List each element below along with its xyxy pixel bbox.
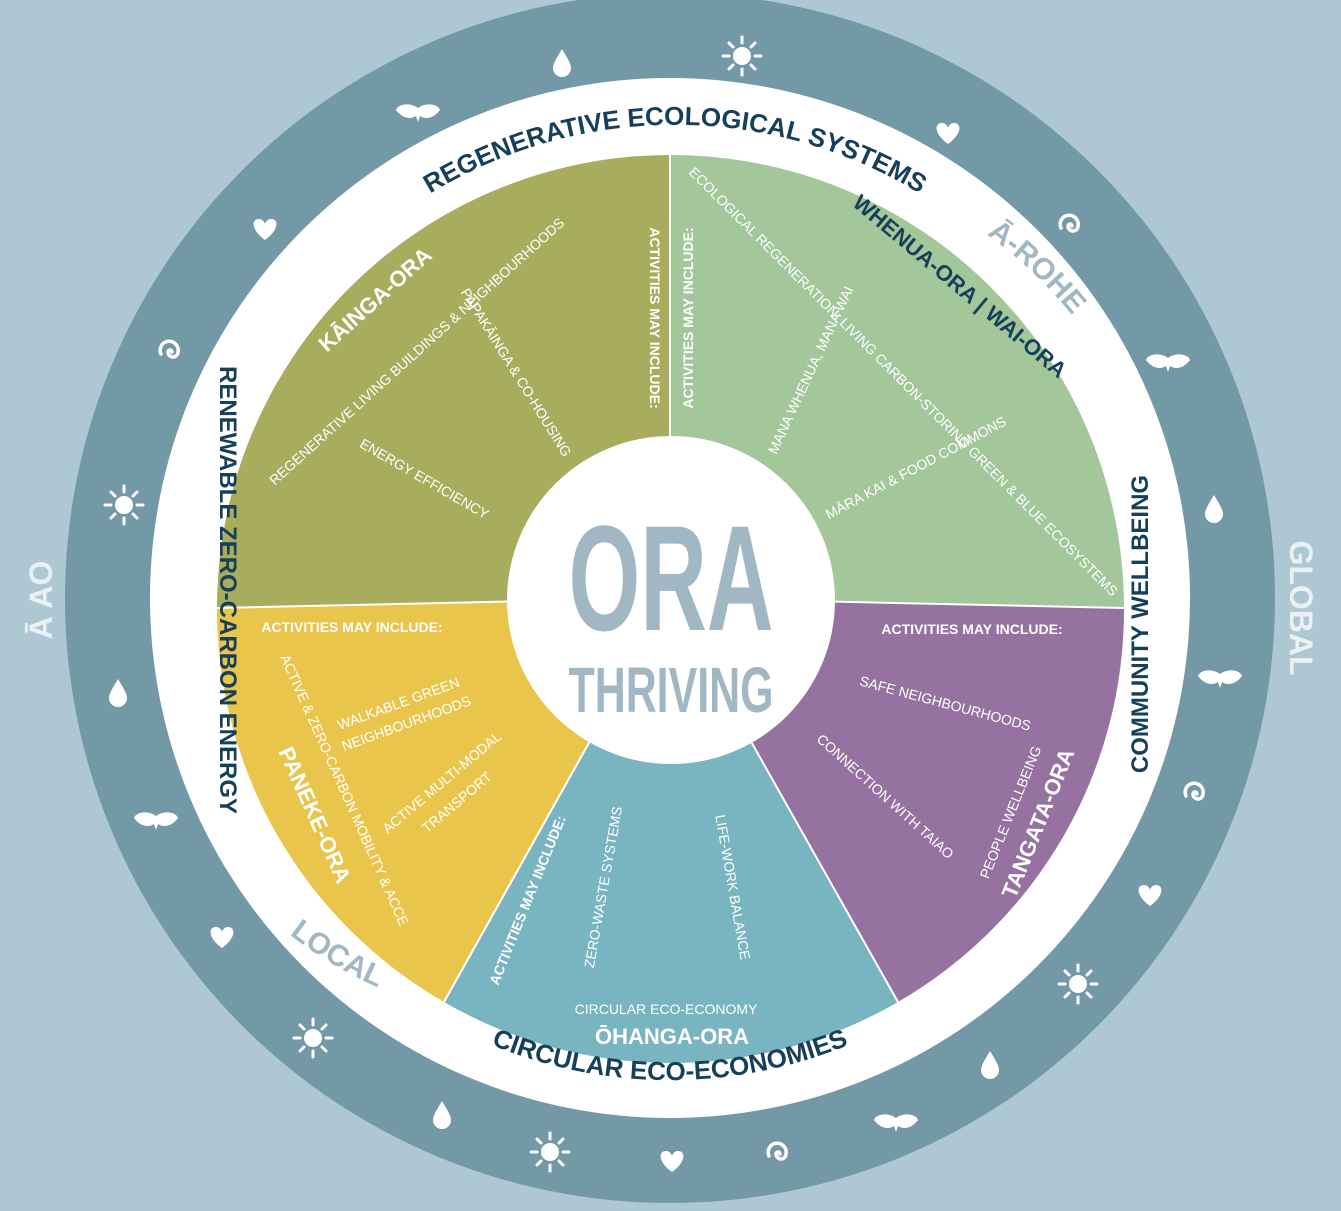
center-subtitle: THRIVING [569,654,774,726]
ring-label-left: RENEWABLE ZERO-CARBON ENERGY [214,366,241,814]
sun-icon [529,1131,571,1173]
whenua-activities-heading: ACTIVITIES MAY INCLUDE: [680,227,696,408]
sun-icon [292,1017,334,1059]
paneke-activities-heading: ACTIVITIES MAY INCLUDE: [261,619,442,635]
segment-ohanga-ora [444,598,898,1063]
ohanga-name: ŌHANGA-ORA [595,1024,749,1049]
ring-label-right: COMMUNITY WELLBEING [1127,475,1154,773]
center-circle [507,436,835,764]
tangata-activities-heading: ACTIVITIES MAY INCLUDE: [881,621,1062,637]
sun-icon [1057,963,1099,1005]
center-title: ORA [569,494,774,662]
sun-icon [103,484,145,526]
scale-label-global: GLOBAL [1283,540,1319,675]
sun-icon [721,35,763,77]
kainga-activities-heading: ACTIVITIES MAY INCLUDE: [647,227,663,408]
scale-label-a-ao: Ā AO [23,561,59,640]
ohanga-theme: CIRCULAR ECO-ECONOMY [575,1001,758,1017]
